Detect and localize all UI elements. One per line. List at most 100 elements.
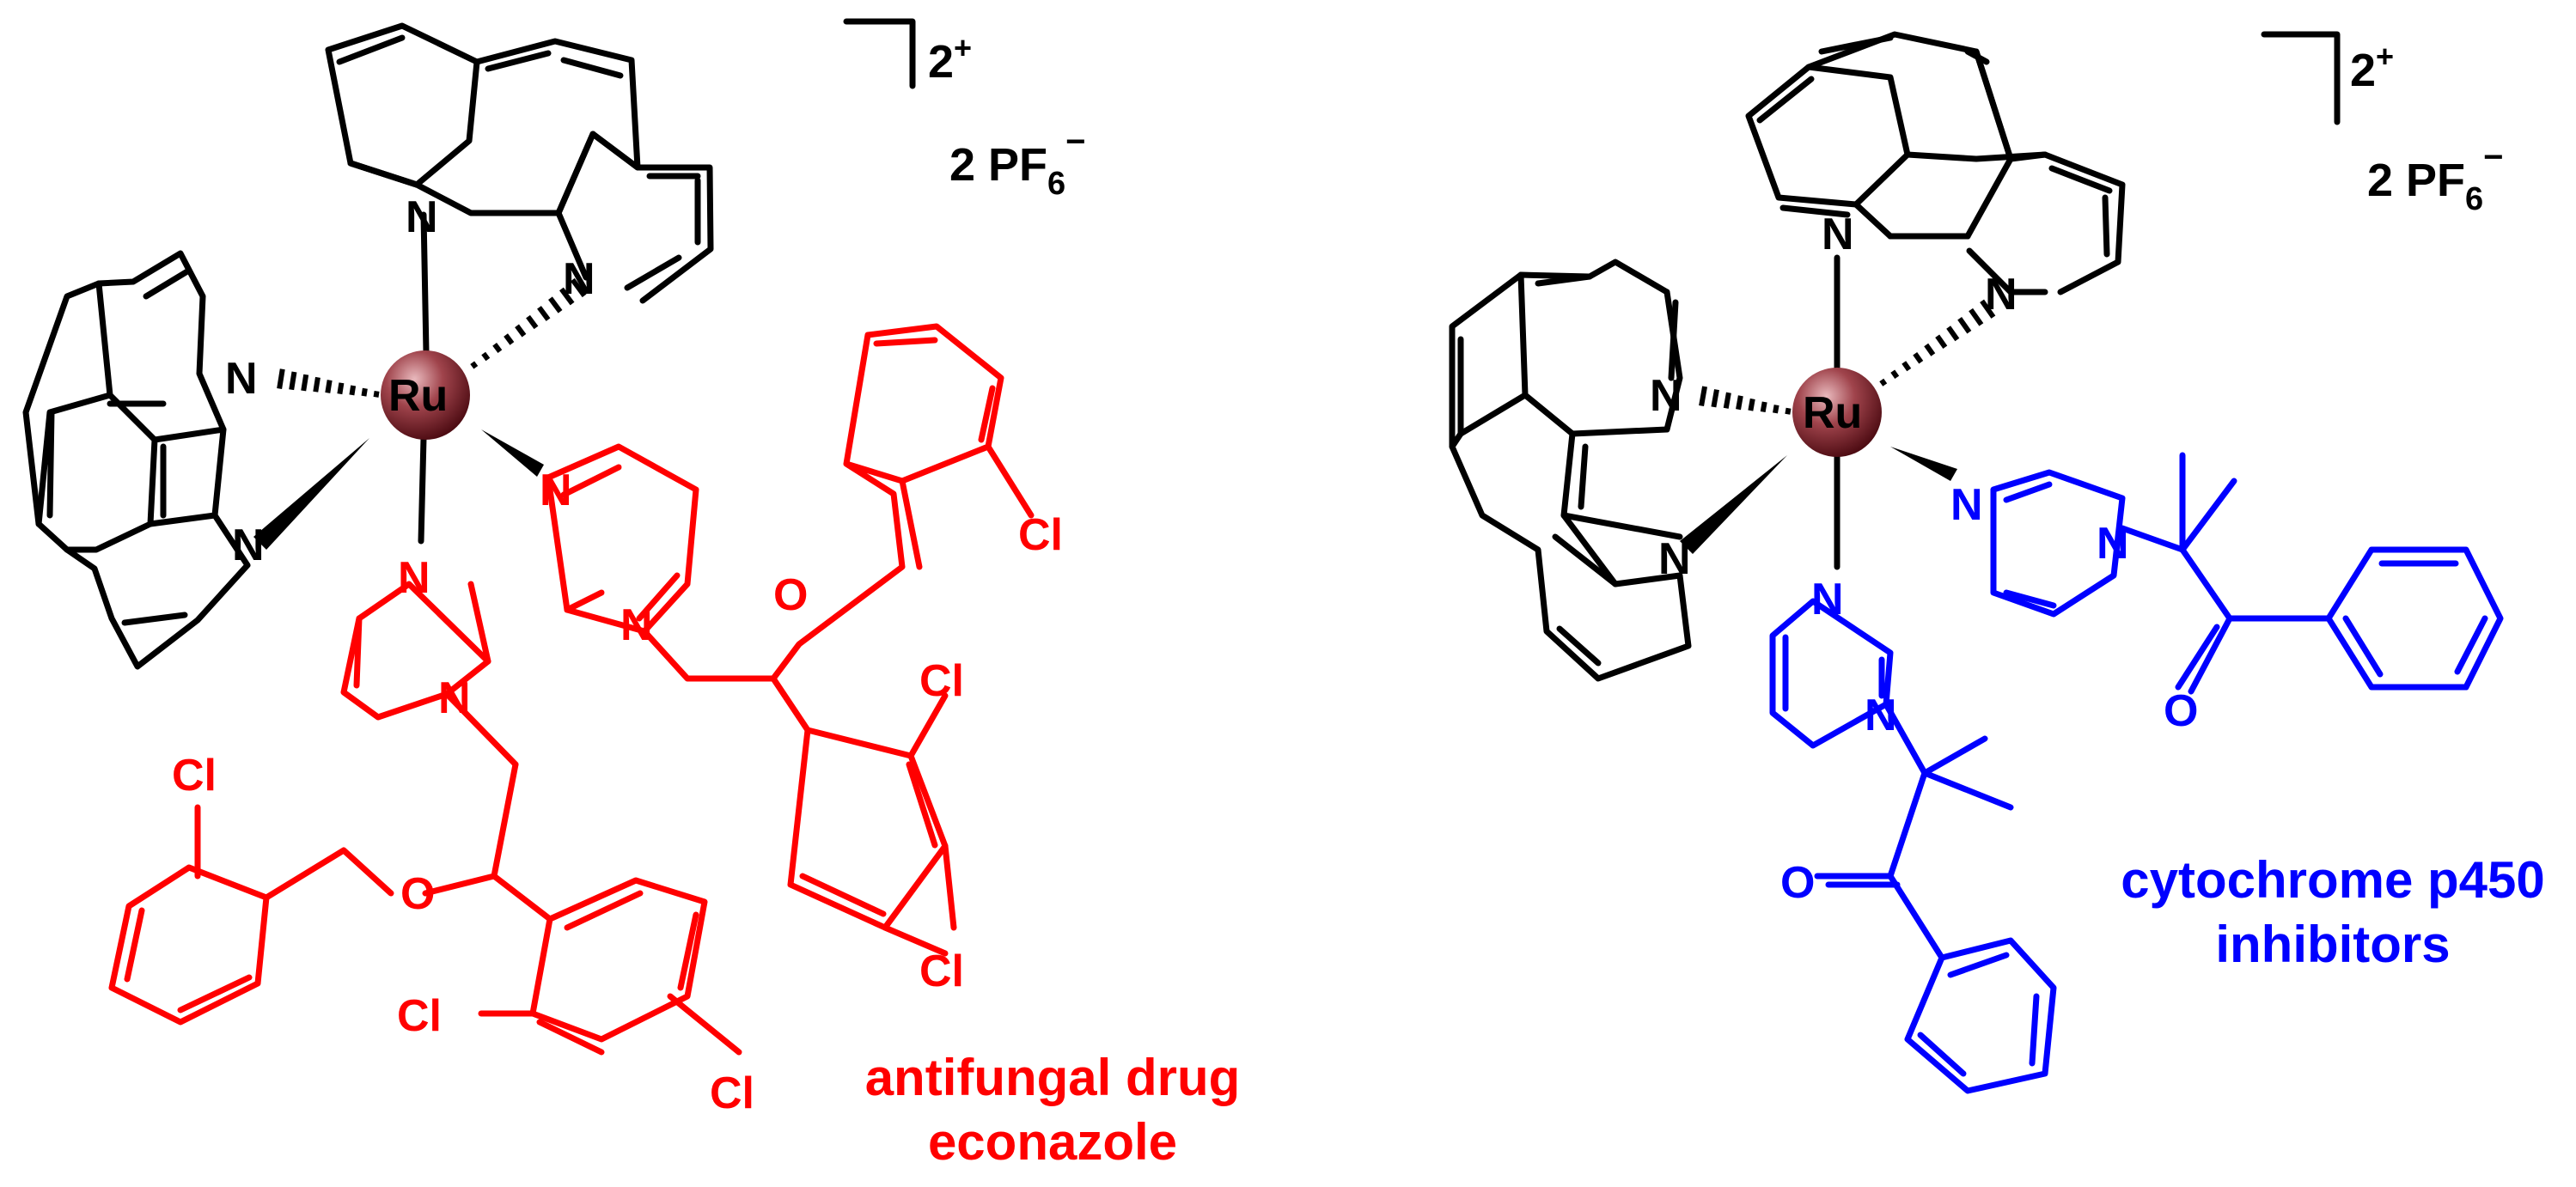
hash-stroke [349, 385, 357, 396]
svg-text:2 PF6−: 2 PF6− [2367, 138, 2504, 217]
hash-stroke [492, 342, 503, 354]
right-charge-bracket [2261, 31, 2341, 125]
left-n-label: N [225, 354, 258, 404]
right-ru-label: Ru [1803, 388, 1862, 438]
left-n-label: N [620, 600, 653, 650]
left-cl-label: Cl [710, 1068, 754, 1118]
left-cl-label: Cl [172, 751, 217, 800]
left-econazole-arms [108, 323, 1035, 1056]
right-n-label: N [2097, 519, 2129, 569]
left-hash-bonds [277, 277, 587, 398]
left-n-label: N [540, 466, 572, 515]
hash-stroke [1913, 351, 1924, 364]
hash-stroke [301, 374, 309, 392]
left-o-label: O [400, 869, 435, 919]
left-wedge-im [481, 429, 544, 477]
right-ru-sphere [1792, 368, 1882, 457]
hash-stroke [481, 351, 491, 362]
left-counterion-sup: − [1065, 123, 1085, 161]
right-complex: Ru N N N N N N N N O O 2+ 2 PF6− cytochr… [1449, 31, 2545, 1094]
hash-stroke [1879, 378, 1888, 387]
left-counterion: 2 PF [949, 139, 1047, 191]
right-caption: cytochrome p450 inhibitors [2121, 851, 2545, 973]
right-n-label: N [1658, 534, 1691, 584]
hash-stroke [548, 296, 563, 313]
left-charge-number: 2 [928, 36, 954, 88]
hash-stroke [559, 287, 575, 306]
right-n-label: N [1650, 371, 1682, 421]
right-o-label: O [2164, 686, 2198, 736]
right-n-label: N [1865, 691, 1897, 740]
left-complex: Ru N N N N N N N N O O Cl Cl Cl Cl Cl Cl… [22, 18, 1241, 1171]
hash-stroke [1760, 401, 1767, 412]
left-ru-sphere [381, 350, 470, 440]
right-counterion: 2 PF [2367, 155, 2465, 206]
right-o-label: O [1780, 858, 1815, 908]
left-left-phen [22, 250, 251, 670]
left-charge-bracket [843, 18, 916, 89]
hash-stroke [537, 306, 551, 321]
left-top-phen [325, 22, 714, 304]
left-cl-label: Cl [919, 947, 964, 996]
left-n-label: N [406, 192, 438, 242]
right-top-phen [1745, 31, 2126, 295]
right-counterion-sub: 6 [2465, 181, 2483, 217]
hash-stroke [504, 333, 515, 345]
right-n-label: N [1950, 480, 1983, 530]
right-inhibitor-arms [1769, 452, 2504, 1094]
left-n-label: N [563, 254, 595, 304]
hash-stroke [1748, 398, 1755, 411]
hash-stroke [1901, 361, 1912, 372]
hash-stroke [373, 390, 380, 398]
left-ru-bonds [418, 211, 430, 545]
hash-stroke [515, 324, 527, 338]
hash-stroke [1980, 299, 1996, 319]
right-charge-sign: + [2376, 39, 2394, 74]
right-caption-line1: cytochrome p450 [2121, 851, 2545, 909]
left-charge-sign: + [954, 30, 972, 65]
left-n-label: N [438, 673, 471, 723]
right-atom-labels: Ru N N N N N N N N O O [1650, 210, 2198, 908]
hash-stroke [325, 380, 333, 393]
left-cl-label: Cl [397, 991, 442, 1041]
hash-stroke [1723, 392, 1731, 409]
hash-stroke [470, 361, 479, 369]
hash-stroke [1957, 317, 1972, 334]
hash-stroke [1711, 389, 1719, 408]
svg-text:2+: 2+ [2350, 39, 2394, 96]
right-hash-bonds [1699, 299, 1996, 415]
right-bonds [1449, 31, 2504, 1094]
hash-stroke [526, 314, 539, 330]
right-charge-number: 2 [2350, 45, 2376, 96]
left-wedge-n [253, 438, 369, 550]
hash-stroke [1890, 369, 1900, 380]
left-bonds [22, 18, 1035, 1056]
right-left-phen [1449, 259, 1692, 682]
left-atom-labels: Ru N N N N N N N N O O Cl Cl Cl Cl Cl Cl [172, 192, 1063, 1118]
hash-stroke [277, 368, 285, 389]
left-o-label: O [773, 570, 808, 620]
left-n-label: N [398, 553, 430, 603]
right-charge: 2+ 2 PF6− [2350, 39, 2504, 217]
hash-stroke [337, 382, 345, 395]
hash-stroke [289, 371, 297, 391]
left-caption: antifungal drug econazole [865, 1049, 1241, 1171]
right-wedge-im [1890, 447, 1957, 481]
left-caption-line1: antifungal drug [865, 1049, 1241, 1106]
left-ru-label: Ru [388, 371, 448, 421]
right-n-label: N [1811, 575, 1844, 624]
hash-stroke [1699, 386, 1708, 407]
hash-stroke [1935, 334, 1948, 349]
hash-stroke [1924, 343, 1936, 356]
hash-stroke [313, 376, 320, 393]
right-n-label: N [1985, 270, 2017, 320]
left-charge: 2+ 2 PF6− [928, 30, 1086, 202]
hash-stroke [1785, 407, 1792, 415]
svg-text:2+: 2+ [928, 30, 972, 88]
hash-stroke [1736, 395, 1743, 411]
hash-stroke [1946, 326, 1960, 342]
hash-stroke [1969, 307, 1984, 326]
left-caption-line2: econazole [928, 1113, 1177, 1171]
